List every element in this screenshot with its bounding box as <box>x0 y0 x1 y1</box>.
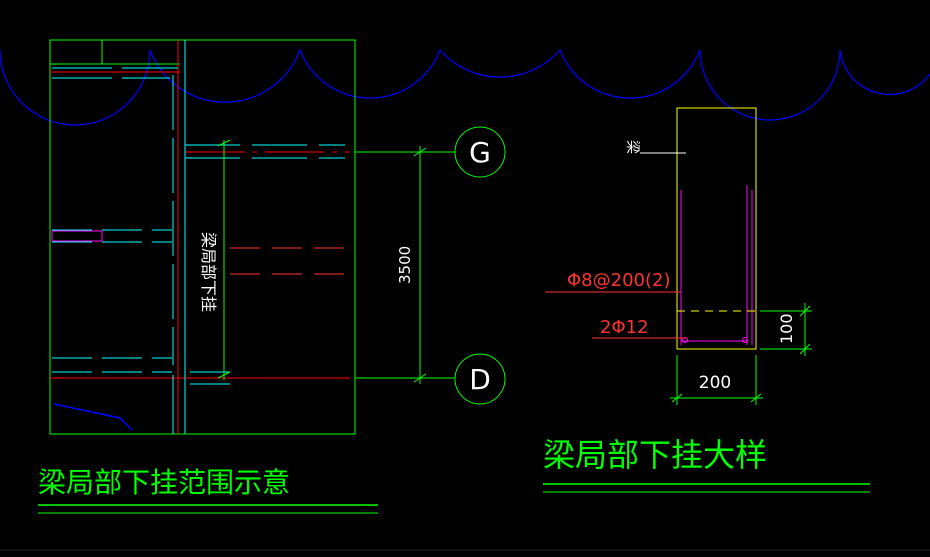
plan-title: 梁局部下挂范围示意 <box>38 466 290 499</box>
height-dim-tick-bottom <box>799 343 811 355</box>
dim-tick-bottom <box>217 371 231 379</box>
dimension-3500: 3500 <box>396 246 414 284</box>
grid-marker-g-circle <box>454 126 506 178</box>
dim-3500-tick-top <box>413 147 427 157</box>
plan-view: 梁局部下挂 3500 G D 梁局部下挂范围示意 <box>38 39 506 514</box>
width-dimension: 200 <box>699 373 731 393</box>
height-dimension: 100 <box>777 313 796 344</box>
grid-marker-d-label: D <box>469 363 491 396</box>
section-detail: 梁 Φ8@200(2) 2Φ12 200 100 梁局部下挂大样 <box>543 107 870 493</box>
stirrup-label: Φ8@200(2) <box>567 270 670 291</box>
bottom-bar-label: 2Φ12 <box>600 317 649 338</box>
plan-vertical-note: 梁局部下挂 <box>199 232 218 312</box>
beam-section-outline <box>676 107 757 350</box>
dim-3500-tick-bottom <box>413 373 427 383</box>
detail-title: 梁局部下挂大样 <box>543 436 767 474</box>
dim-tick-top <box>217 139 231 147</box>
plan-frame <box>49 39 356 435</box>
grid-marker-d-circle <box>454 353 506 405</box>
width-dim-tick-right <box>750 393 762 403</box>
bottom-bar-right <box>742 337 748 343</box>
grid-marker-g-label: G <box>469 136 491 169</box>
blue-curve <box>53 403 133 431</box>
magenta-segment <box>51 230 103 242</box>
revision-cloud <box>0 48 930 126</box>
beam-label: 梁 <box>624 140 640 154</box>
height-dim-tick-top <box>799 305 811 317</box>
width-dim-tick-left <box>671 393 683 403</box>
